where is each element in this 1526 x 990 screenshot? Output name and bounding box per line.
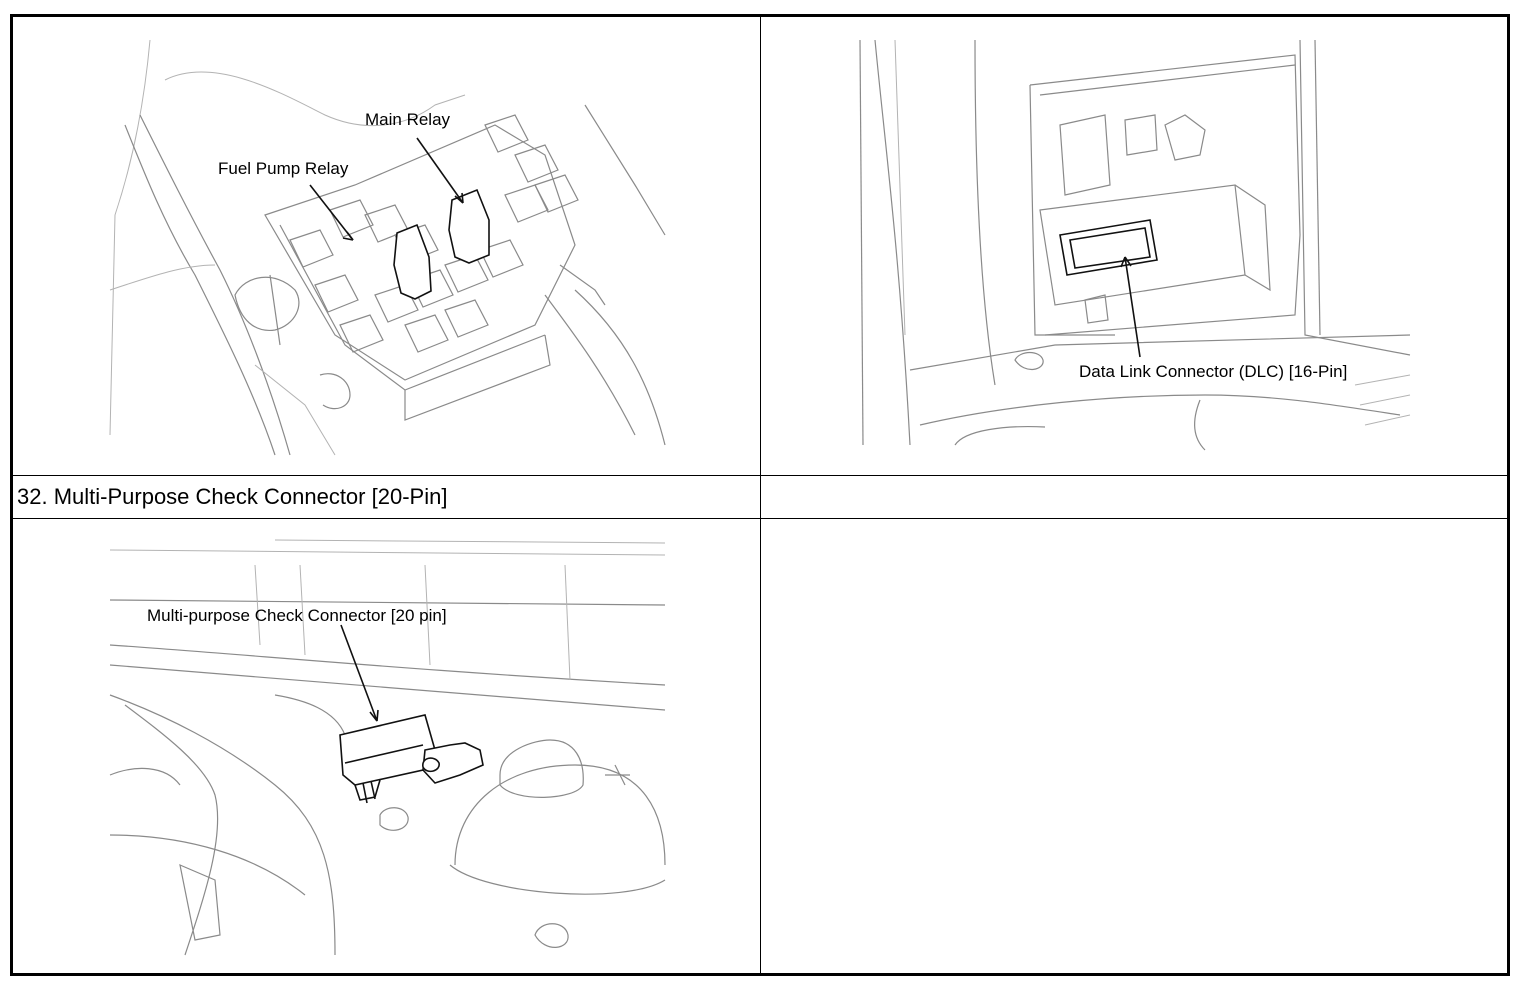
row-divider-top xyxy=(10,475,1510,476)
dlc-figure: Data Link Connector (DLC) [16-Pin] xyxy=(855,35,1415,455)
mpc-figure: Multi-purpose Check Connector [20 pin] xyxy=(105,535,670,960)
main-relay-label: Main Relay xyxy=(365,110,451,129)
column-divider xyxy=(760,14,761,976)
section-caption: 32. Multi-Purpose Check Connector [20-Pi… xyxy=(17,484,448,509)
relay-box-drawing: Main Relay Fuel Pump Relay xyxy=(109,39,666,456)
row-divider-bottom xyxy=(10,518,1510,519)
relay-box-figure: Main Relay Fuel Pump Relay xyxy=(105,35,670,460)
mpc-drawing: Multi-purpose Check Connector [20 pin] xyxy=(109,539,666,956)
dlc-label: Data Link Connector (DLC) [16-Pin] xyxy=(1079,362,1347,381)
dlc-drawing: Data Link Connector (DLC) [16-Pin] xyxy=(859,39,1411,451)
mpc-label: Multi-purpose Check Connector [20 pin] xyxy=(147,606,447,625)
fuel-pump-relay-label: Fuel Pump Relay xyxy=(218,159,349,178)
